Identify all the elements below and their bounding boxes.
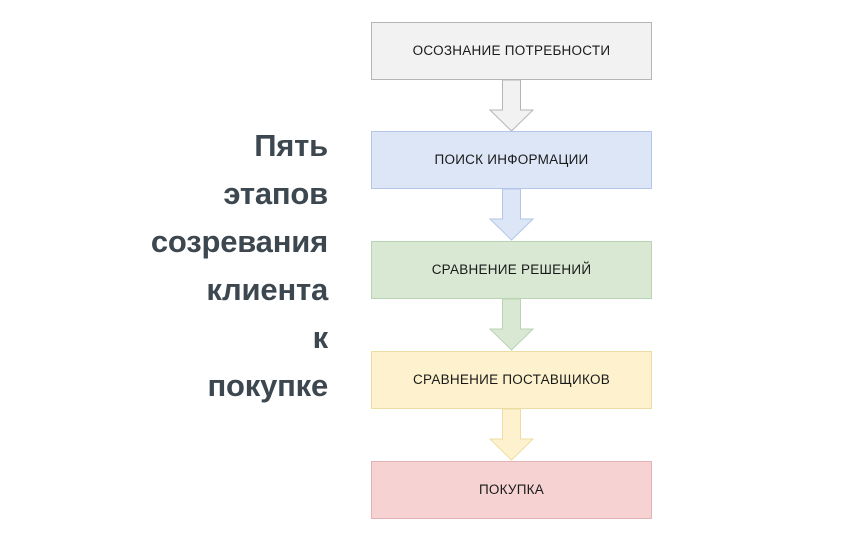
flow-node-label: СРАВНЕНИЕ РЕШЕНИЙ [431, 262, 592, 277]
arrow-shape [489, 80, 534, 132]
arrow-shape [489, 299, 534, 351]
flow-node-purchase[interactable]: ПОКУПКА [371, 461, 652, 519]
arrow-down-icon-4 [489, 409, 534, 461]
arrow-down-icon-2 [489, 189, 534, 241]
arrow-down-icon-1 [489, 80, 534, 132]
flow-node-vendor-comparison[interactable]: СРАВНЕНИЕ ПОСТАВЩИКОВ [371, 351, 652, 409]
arrow-shape [489, 409, 534, 461]
arrow-down-icon-3 [489, 299, 534, 351]
flow-node-awareness[interactable]: ОСОЗНАНИЕ ПОТРЕБНОСТИ [371, 22, 652, 80]
flow-node-label: ПОКУПКА [478, 482, 545, 497]
flow-node-label: ПОИСК ИНФОРМАЦИИ [434, 152, 589, 167]
flow-node-label: ОСОЗНАНИЕ ПОТРЕБНОСТИ [412, 43, 611, 58]
arrow-shape [489, 189, 534, 241]
flow-node-label: СРАВНЕНИЕ ПОСТАВЩИКОВ [413, 372, 610, 387]
page-title: Пять этапов созревания клиента к покупке [150, 128, 328, 403]
flow-node-information-search[interactable]: ПОИСК ИНФОРМАЦИИ [371, 131, 652, 189]
flow-node-solution-comparison[interactable]: СРАВНЕНИЕ РЕШЕНИЙ [371, 241, 652, 299]
